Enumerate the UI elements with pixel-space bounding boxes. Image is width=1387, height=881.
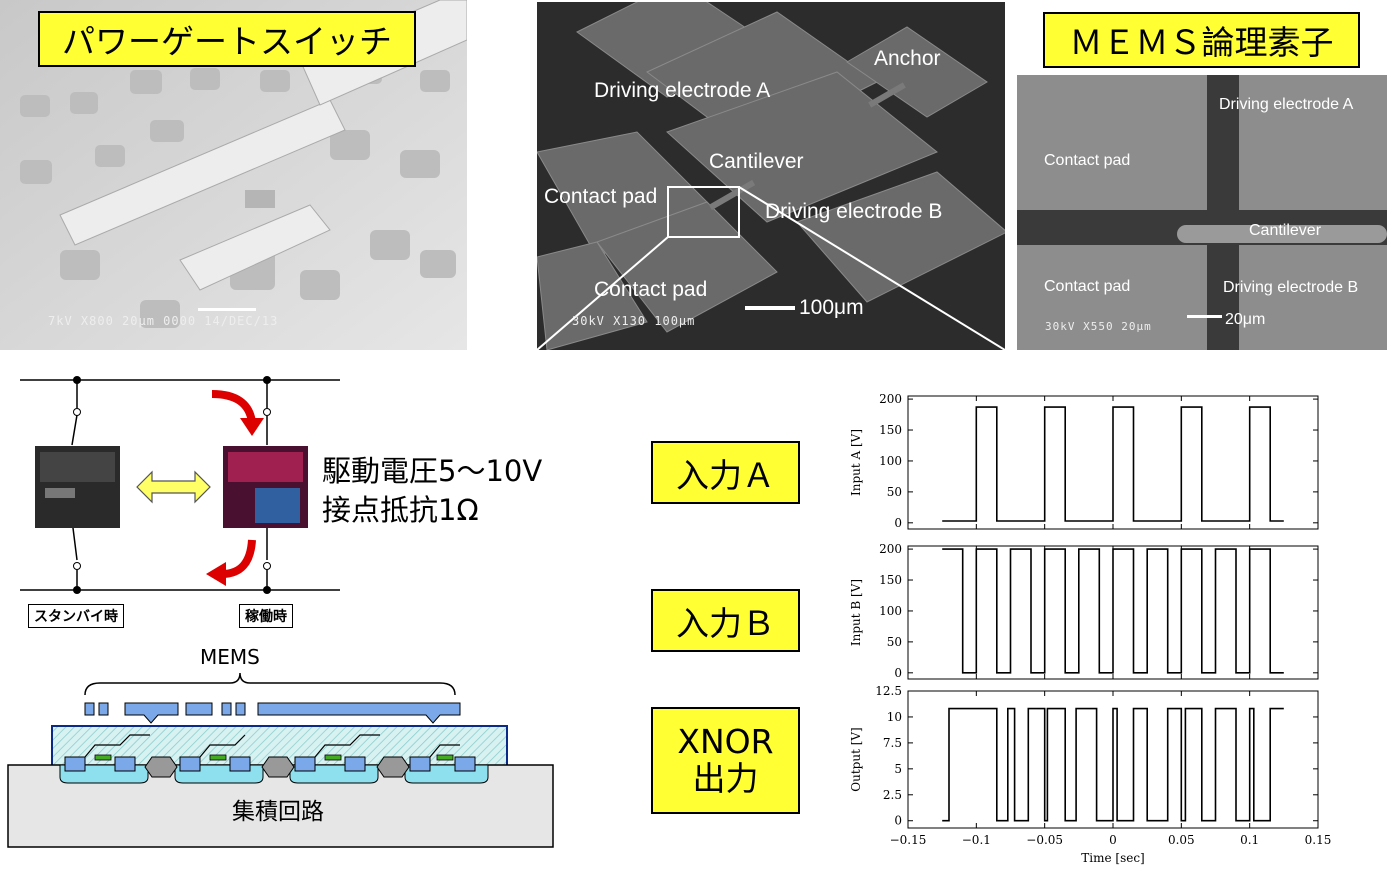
xnor-output-tag: XNOR 出力 — [651, 707, 800, 814]
mems-label-contact-pad-lower: Contact pad — [1044, 278, 1131, 295]
power-gate-title: パワーゲートスイッチ — [38, 11, 416, 67]
x-tick-label: 0 — [1109, 833, 1117, 847]
y-tick-label: 150 — [879, 573, 902, 587]
y-tick-label: 100 — [879, 454, 902, 468]
mems-logic-scale-text: 20μm — [1225, 311, 1266, 328]
switch-specs-drive-voltage: 駆動電圧5～10V — [322, 454, 543, 488]
x-tick-label: −0.15 — [890, 833, 927, 847]
y-tick-label: 100 — [879, 604, 902, 618]
mems-logic-scale-bar — [1187, 315, 1222, 318]
xnor-tag-line2: 出力 — [692, 758, 759, 798]
y-tick-label: 10 — [887, 710, 902, 724]
mems-label-driving-electrode-b: Driving electrode B — [1223, 279, 1359, 296]
switch-circuit-diagram — [20, 376, 340, 594]
sem-middle-image: Anchor Driving electrode A Cantilever Co… — [537, 2, 1005, 350]
sem-middle-scale-bar — [745, 306, 795, 310]
mems-logic-title: ＭＥＭＳ論理素子 — [1043, 12, 1360, 68]
xnor-tag-line1: XNOR — [677, 722, 774, 762]
x-tick-label: 0.05 — [1168, 833, 1195, 847]
y-tick-label: 0 — [894, 666, 902, 680]
label-contact-pad-upper: Contact pad — [544, 185, 658, 208]
power-gate-sem-image: パワーゲートスイッチ 7kV X800 20μm 0000 14/DEC/13 — [0, 0, 467, 350]
sem-middle-scale-text: 100μm — [799, 296, 864, 319]
y-tick-label: 2.5 — [883, 788, 902, 802]
label-contact-pad-lower: Contact pad — [594, 278, 708, 301]
input-b-tag: 入力Ｂ — [651, 589, 800, 652]
mems-brace — [84, 672, 456, 696]
mems-logic-sem-info: 30kV X550 20μm — [1045, 320, 1152, 333]
label-anchor: Anchor — [874, 47, 941, 70]
mems-logic-sem-image: Driving electrode A Contact pad Cantilev… — [1017, 75, 1387, 350]
standby-label: スタンバイ時 — [28, 604, 124, 628]
mems-label-driving-electrode-a: Driving electrode A — [1219, 96, 1354, 113]
y-tick-label: 5 — [894, 762, 902, 776]
mems-logic-structure-drawing — [1017, 75, 1387, 350]
y-axis-label: Input B [V] — [849, 579, 863, 646]
integrated-circuit-label: 集積回路 — [232, 799, 324, 825]
y-tick-label: 200 — [879, 542, 902, 556]
switch-specs-contact-resistance: 接点抵抗1Ω — [322, 493, 479, 527]
label-driving-electrode-b: Driving electrode B — [765, 200, 943, 223]
cross-section-diagram — [7, 672, 554, 848]
waveform-line — [942, 707, 1284, 822]
y-tick-label: 7.5 — [883, 736, 902, 750]
power-gate-scale-bar — [198, 308, 256, 311]
power-gate-sem-info: 7kV X800 20μm 0000 14/DEC/13 — [48, 314, 279, 328]
y-axis-label: Input A [V] — [849, 429, 863, 496]
y-axis-label: Output [V] — [849, 727, 863, 791]
y-tick-label: 50 — [887, 635, 902, 649]
x-axis-label: Time [sec] — [1081, 851, 1144, 865]
label-cantilever: Cantilever — [709, 150, 804, 173]
waveform-line — [942, 406, 1284, 522]
y-tick-label: 12.5 — [875, 684, 902, 698]
waveform-line — [942, 548, 1284, 674]
cross-section-mems-label: MEMS — [200, 645, 260, 669]
input-a-tag: 入力Ａ — [651, 441, 800, 504]
y-tick-label: 0 — [894, 814, 902, 828]
red-arrow-top-icon — [211, 390, 256, 423]
mems-label-cantilever: Cantilever — [1249, 222, 1322, 239]
y-tick-label: 50 — [887, 485, 902, 499]
sem-middle-info: 30kV X130 100μm — [572, 314, 696, 328]
red-arrow-bottom-icon — [221, 539, 256, 578]
mems-label-contact-pad-upper: Contact pad — [1044, 152, 1131, 169]
x-tick-label: 0.1 — [1240, 833, 1259, 847]
x-tick-label: 0.15 — [1305, 833, 1332, 847]
label-driving-electrode-a: Driving electrode A — [594, 79, 771, 102]
double-arrow-icon — [136, 470, 211, 504]
zoom-box — [667, 186, 740, 238]
y-tick-label: 0 — [894, 516, 902, 530]
active-label: 稼働時 — [239, 604, 293, 628]
y-tick-label: 200 — [879, 392, 902, 406]
y-tick-label: 150 — [879, 423, 902, 437]
sem-middle-structure-drawing — [537, 2, 1005, 350]
x-tick-label: −0.05 — [1026, 833, 1063, 847]
x-tick-label: −0.1 — [962, 833, 991, 847]
